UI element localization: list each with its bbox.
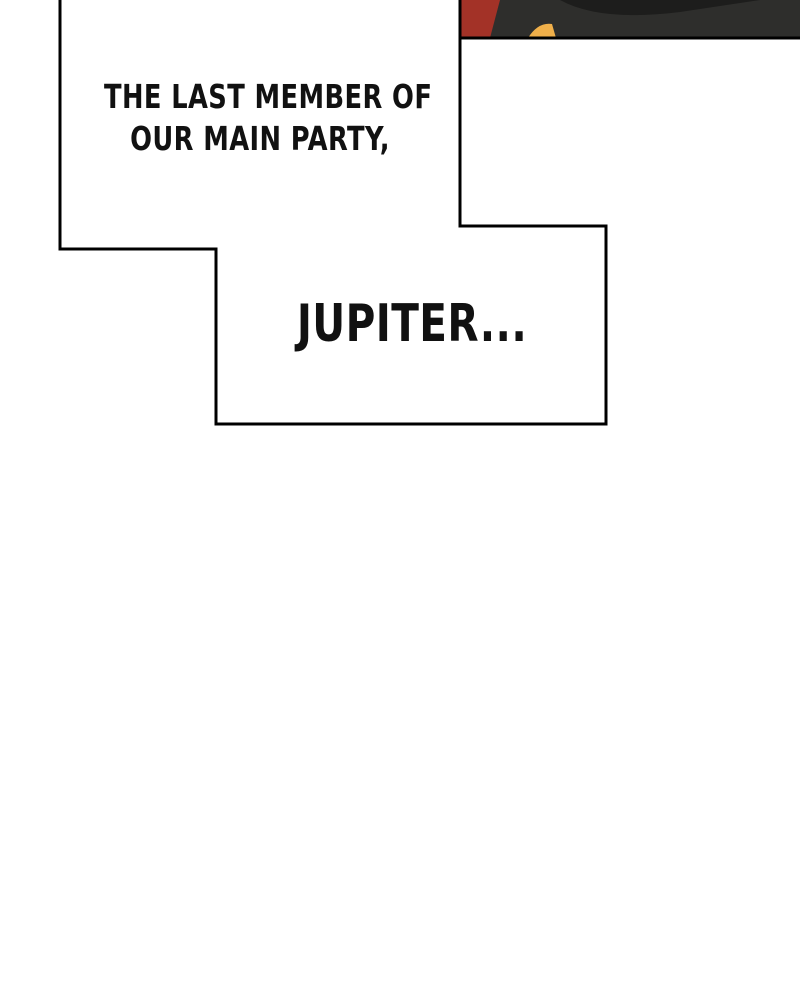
- caption-line-2: OUR MAIN PARTY,: [130, 119, 390, 158]
- caption-name: JUPITER...: [296, 294, 528, 354]
- caption-narration: THE LAST MEMBER OF OUR MAIN PARTY,: [104, 76, 433, 160]
- caption-box: [58, 0, 608, 426]
- art-fragment: [460, 0, 800, 40]
- caption-box-panel: [58, 0, 800, 426]
- caption-line-1: THE LAST MEMBER OF: [104, 77, 433, 116]
